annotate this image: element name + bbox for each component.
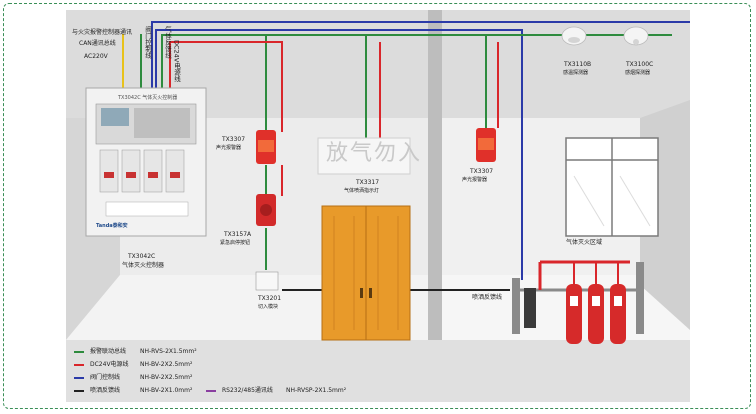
door-handle-left[interactable] [360,288,363,298]
rack-post-left [512,278,520,334]
zone-indicator-4 [170,172,180,178]
gas-cylinder-3-label [614,296,622,306]
legend-dc24-spec: NH-BV-2X2.5mm² [140,361,193,368]
diagram-frame [3,3,751,409]
label-feedback-bus: 气体反馈线 [163,26,172,59]
legend-valve-spec: NH-BV-2X2.5mm² [140,374,193,381]
zone-module-3 [143,149,163,193]
smoke-model: TX3110B [564,61,592,68]
heat-name: 感烟探测器 [625,70,651,76]
smoke-name: 感温探测器 [563,70,589,76]
dc24-wire [169,41,283,132]
rack-post-right [636,262,644,334]
door-handle-right[interactable] [369,288,372,298]
legend-valve-label: 阀门控制线 [90,374,121,381]
sign-name: 气体喷洒指示灯 [344,188,380,194]
smoke-detector [561,26,587,46]
legend-alarm-bus-label: 报警联动总线 [90,348,127,355]
legend-feedback-spec: NH-BV-2X1.0mm² [140,387,193,394]
zone-module-2 [121,149,141,193]
zone-module-4 [165,149,185,193]
label-dc24: DC24V电源线 [172,40,181,82]
legend-feedback-label: 喷洒反馈线 [90,387,121,394]
legend-alarm-bus-spec: NH-RVS-2X1.5mm² [140,348,197,355]
valve-control-wire [151,21,690,88]
switch-model: TX3201 [258,295,282,302]
alarm1-name: 声光报警器 [216,145,242,151]
gas-cylinder-1-label [570,296,578,306]
station-model: TX3157A [224,231,252,238]
emergency-station-button[interactable] [260,204,272,216]
controller-lcd [101,108,129,126]
controller-notice-label [105,201,189,217]
switch-module [255,271,279,291]
legend-dc24-label: DC24V电源线 [90,361,129,368]
heat-model: TX3100C [626,61,654,68]
zone-indicator-3 [148,172,158,178]
alarm-bus-wire [161,34,672,88]
switch-name: 切入模块 [258,304,279,310]
label-can-bus: CAN通讯总线 [79,40,116,47]
smoke-detector-base [568,37,580,43]
sign-model: TX3317 [356,179,380,186]
label-alarm-link: 与火灾报警控制器通讯 [72,29,133,36]
window-glare-2 [619,175,651,227]
alarm1-model: TX3307 [222,136,246,143]
controller-keypad [134,108,190,138]
legend-area [66,340,690,402]
gas-cylinder-3 [610,284,626,344]
zone-indicator-2 [126,172,136,178]
gas-cylinder-2 [588,284,604,344]
alarm2-model: TX3307 [470,168,494,175]
controller-header: TX3042C 气体灭火控制器 [118,95,178,101]
heat-detector-base [633,39,639,45]
zone-label: 气体灭火区域 [566,239,603,246]
valve-control-drop [155,29,523,280]
controller-brand: Tanda泰和安 [96,223,128,229]
strobe-alarm-1-lens [258,140,274,152]
nozzle-label: 喷洒反馈线 [472,294,503,301]
legend-rs232-spec: NH-RVSP-2X1.5mm² [286,387,347,394]
gas-sign-text: 放气勿入 [326,141,423,166]
pilot-cylinder [524,288,536,328]
zone-indicator-1 [104,172,114,178]
legend-rs232-label: RS232/485通讯线 [222,387,273,394]
right-ceiling [442,10,690,118]
window-glare-1 [573,175,605,227]
controller-name: 气体灭火控制器 [122,262,165,269]
label-ac220: AC220V [84,53,108,60]
gas-cylinder-2-label [592,296,600,306]
station-name: 紧急启停按钮 [220,240,251,246]
strobe-alarm-2-lens [478,138,494,150]
gas-cylinder-1 [566,284,582,344]
alarm2-name: 声光报警器 [462,177,488,183]
gas-release-sign [317,137,411,175]
divider-wall [428,10,442,402]
label-valve-ctrl: 阀门控制线 [143,26,152,59]
controller-model: TX3042C [128,253,156,260]
zone-module-1 [99,149,119,193]
